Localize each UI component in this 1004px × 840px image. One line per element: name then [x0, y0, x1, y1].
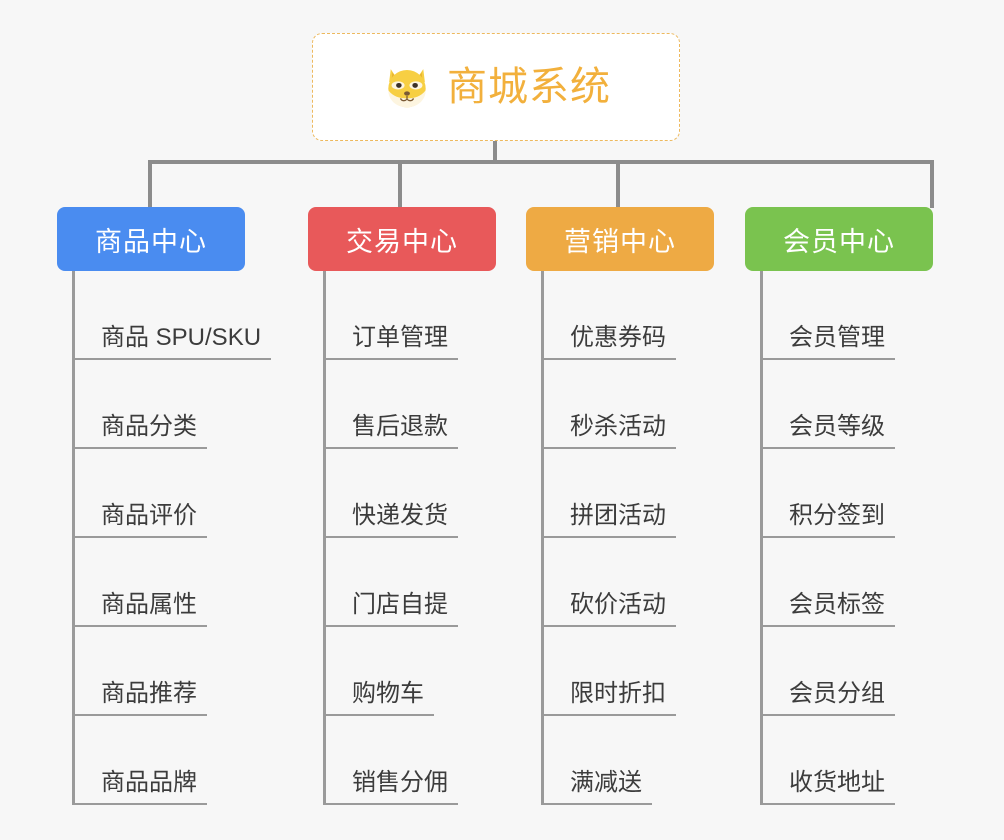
list-item[interactable]: 商品 SPU/SKU — [75, 271, 287, 360]
leaf-underline — [326, 803, 458, 805]
leaf-underline — [544, 625, 676, 627]
category-header-2[interactable]: 交易中心 — [308, 207, 496, 271]
leaf-underline — [763, 625, 895, 627]
leaf-label: 收货地址 — [789, 769, 885, 796]
connector-drop-1 — [148, 162, 152, 208]
branch-column-3: 营销中心 优惠券码 秒杀活动 拼团活动 砍价活动 限时折扣 — [526, 207, 731, 805]
leaf-label: 门店自提 — [352, 591, 448, 618]
leaf-underline — [326, 358, 458, 360]
leaf-label: 商品 SPU/SKU — [101, 324, 262, 351]
leaf-underline — [75, 803, 207, 805]
root-node[interactable]: 商城系统 — [312, 33, 680, 141]
list-item[interactable]: 快递发货 — [326, 449, 513, 538]
leaf-underline — [75, 447, 207, 449]
leaf-underline — [544, 714, 676, 716]
leaf-list-2: 订单管理 售后退款 快递发货 门店自提 购物车 销售分佣 — [323, 271, 513, 805]
leaf-label: 满减送 — [570, 769, 642, 796]
leaf-underline — [326, 714, 434, 716]
leaf-underline — [326, 447, 458, 449]
leaf-underline — [763, 536, 895, 538]
category-header-4[interactable]: 会员中心 — [745, 207, 933, 271]
leaf-underline — [75, 625, 207, 627]
connector-drop-4 — [930, 162, 934, 208]
list-item[interactable]: 销售分佣 — [326, 716, 513, 805]
leaf-underline — [763, 447, 895, 449]
list-item[interactable]: 会员等级 — [763, 360, 950, 449]
connector-horizontal-bar — [148, 160, 934, 164]
category-title-1: 商品中心 — [95, 226, 207, 257]
list-item[interactable]: 积分签到 — [763, 449, 950, 538]
leaf-label: 快递发货 — [352, 502, 448, 529]
leaf-underline — [326, 536, 458, 538]
leaf-label: 砍价活动 — [570, 591, 666, 618]
leaf-label: 拼团活动 — [570, 502, 666, 529]
list-item[interactable]: 秒杀活动 — [544, 360, 731, 449]
leaf-underline — [75, 714, 207, 716]
list-item[interactable]: 商品评价 — [75, 449, 287, 538]
leaf-underline — [544, 536, 676, 538]
leaf-label: 商品品牌 — [101, 769, 197, 796]
list-item[interactable]: 满减送 — [544, 716, 731, 805]
category-header-1[interactable]: 商品中心 — [57, 207, 245, 271]
leaf-list-4: 会员管理 会员等级 积分签到 会员标签 会员分组 收货地址 — [760, 271, 950, 805]
leaf-label: 订单管理 — [352, 324, 448, 351]
list-item[interactable]: 会员分组 — [763, 627, 950, 716]
leaf-label: 商品分类 — [101, 413, 197, 440]
leaf-label: 积分签到 — [789, 502, 885, 529]
list-item[interactable]: 砍价活动 — [544, 538, 731, 627]
category-title-3: 营销中心 — [564, 226, 676, 257]
branch-column-4: 会员中心 会员管理 会员等级 积分签到 会员标签 会员分组 — [745, 207, 950, 805]
list-item[interactable]: 会员标签 — [763, 538, 950, 627]
leaf-label: 会员等级 — [789, 413, 885, 440]
leaf-underline — [544, 358, 676, 360]
category-title-2: 交易中心 — [346, 226, 458, 257]
leaf-label: 商品评价 — [101, 502, 197, 529]
leaf-underline — [326, 625, 458, 627]
connector-root-stem — [493, 141, 497, 164]
branch-column-1: 商品中心 商品 SPU/SKU 商品分类 商品评价 商品属性 商品推荐 — [57, 207, 287, 805]
leaf-label: 购物车 — [352, 680, 424, 707]
root-title: 商城系统 — [447, 65, 611, 109]
leaf-underline — [763, 714, 895, 716]
list-item[interactable]: 商品品牌 — [75, 716, 287, 805]
list-item[interactable]: 商品推荐 — [75, 627, 287, 716]
list-item[interactable]: 订单管理 — [326, 271, 513, 360]
connector-drop-3 — [616, 162, 620, 208]
shiba-dog-face-icon — [388, 69, 426, 108]
list-item[interactable]: 门店自提 — [326, 538, 513, 627]
connector-drop-2 — [398, 162, 402, 208]
leaf-label: 秒杀活动 — [570, 413, 666, 440]
leaf-label: 销售分佣 — [352, 769, 448, 796]
leaf-label: 商品推荐 — [101, 680, 197, 707]
leaf-underline — [544, 803, 652, 805]
list-item[interactable]: 拼团活动 — [544, 449, 731, 538]
list-item[interactable]: 商品属性 — [75, 538, 287, 627]
leaf-underline — [544, 447, 676, 449]
leaf-label: 售后退款 — [352, 413, 448, 440]
branch-column-2: 交易中心 订单管理 售后退款 快递发货 门店自提 购物车 — [308, 207, 513, 805]
leaf-list-1: 商品 SPU/SKU 商品分类 商品评价 商品属性 商品推荐 商品品牌 — [72, 271, 287, 805]
leaf-underline — [763, 358, 895, 360]
list-item[interactable]: 收货地址 — [763, 716, 950, 805]
list-item[interactable]: 购物车 — [326, 627, 513, 716]
leaf-underline — [75, 536, 207, 538]
leaf-underline — [75, 358, 271, 360]
leaf-label: 限时折扣 — [570, 680, 666, 707]
category-header-3[interactable]: 营销中心 — [526, 207, 714, 271]
leaf-label: 优惠券码 — [570, 324, 666, 351]
leaf-label: 会员标签 — [789, 591, 885, 618]
list-item[interactable]: 优惠券码 — [544, 271, 731, 360]
leaf-label: 会员管理 — [789, 324, 885, 351]
list-item[interactable]: 会员管理 — [763, 271, 950, 360]
leaf-label: 会员分组 — [789, 680, 885, 707]
list-item[interactable]: 售后退款 — [326, 360, 513, 449]
leaf-label: 商品属性 — [101, 591, 197, 618]
list-item[interactable]: 商品分类 — [75, 360, 287, 449]
list-item[interactable]: 限时折扣 — [544, 627, 731, 716]
category-title-4: 会员中心 — [783, 226, 895, 257]
leaf-underline — [763, 803, 895, 805]
leaf-list-3: 优惠券码 秒杀活动 拼团活动 砍价活动 限时折扣 满减送 — [541, 271, 731, 805]
